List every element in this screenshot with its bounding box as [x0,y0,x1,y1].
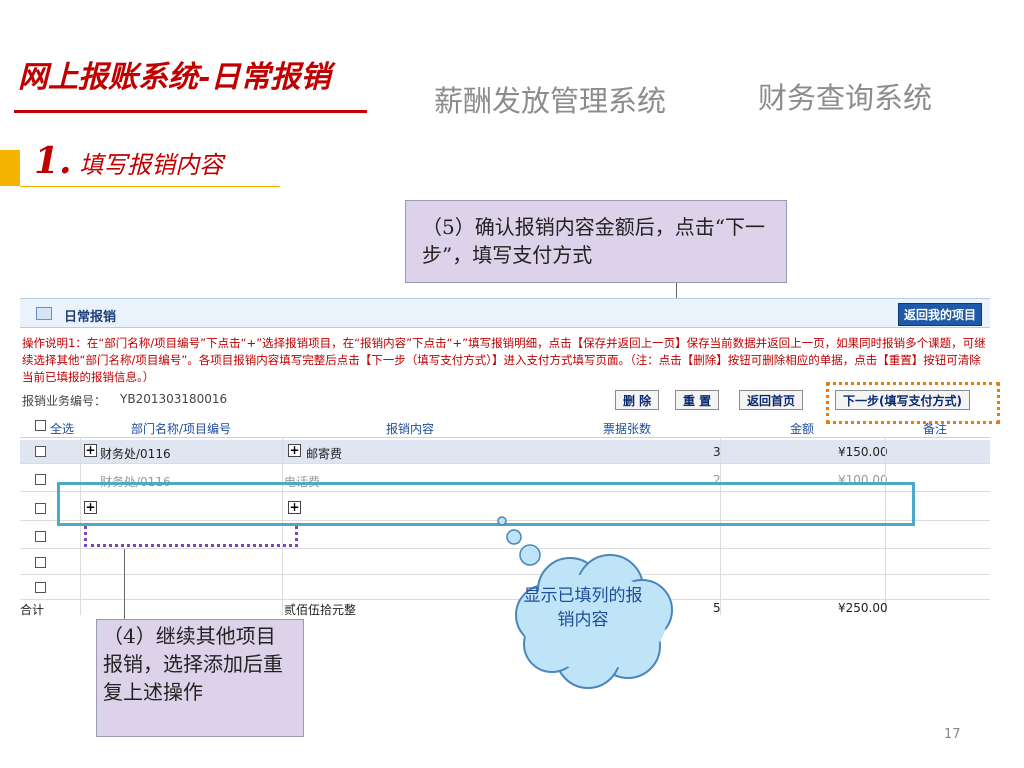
title-underline [14,110,367,113]
panel-window-icon [36,307,52,320]
row-checkbox[interactable] [35,503,46,514]
row-checkbox[interactable] [35,474,46,485]
column-content: 报销内容 [386,422,435,436]
cloud-callout-text: 显示已填列的报销内容 [523,586,643,630]
nav-salary-system[interactable]: 薪酬发放管理系统 [434,84,667,118]
subtitle-underline [20,186,280,187]
panel-title: 日常报销 [64,310,117,325]
select-all-checkbox[interactable] [35,420,46,431]
add-content-plus-icon[interactable]: + [288,443,301,457]
back-to-home-button[interactable]: 返回首页 [739,390,804,410]
row-tickets: 3 [713,445,721,459]
next-button-dotted-marker [826,382,1000,424]
row-tickets: 2 [713,473,721,487]
column-separator [282,437,283,615]
table-row [20,525,990,549]
column-separator [885,437,886,615]
total-tickets: 5 [713,601,721,615]
row-checkbox[interactable] [35,557,46,568]
column-amount: 金额 [790,422,815,436]
column-dept-project: 部门名称/项目编号 [131,422,232,436]
business-number-value: YB201303180016 [120,392,228,406]
column-remark: 备注 [923,422,948,436]
subtitle-text: 填写报销内容 [79,151,224,179]
column-tickets: 票据张数 [603,422,652,436]
callout-step-5: （5）确认报销内容金额后，点击“下一步”，填写支付方式 [405,200,787,283]
slide-subtitle: 1. 填写报销内容 [34,140,223,182]
subtitle-accent-bar [0,150,20,186]
reset-button[interactable]: 重 置 [675,390,720,410]
row-content[interactable]: 邮寄费 [306,447,343,461]
add-project-plus-icon[interactable]: + [84,500,97,514]
table-row: + 财务处/0116 + 邮寄费 3 ¥150.00 [20,440,990,464]
next-step-button[interactable]: 下一步(填写支付方式) [835,390,970,410]
table-row [20,551,990,575]
callout-step-4: （4）继续其他项目报销，选择添加后重复上述操作 [96,619,304,737]
filled-rows-highlight [57,482,915,526]
row-dept[interactable]: 财务处/0116 [100,447,171,461]
panel-titlebar: 日常报销 返回我的项目 [20,298,990,328]
thought-cloud-icon [497,516,673,689]
row-amount: ¥150.00 [838,445,888,459]
total-amount: ¥250.00 [838,601,888,615]
expense-form-panel: 日常报销 返回我的项目 操作说明1：在“部门名称/项目编号”下点击“+”选择报销… [20,298,990,618]
nav-finance-query-system[interactable]: 财务查询系统 [758,81,933,115]
total-row: 合计 贰佰伍拾元整 5 ¥250.00 [20,598,990,618]
table-row [20,576,990,600]
instructions-text: 操作说明1：在“部门名称/项目编号”下点击“+”选择报销项目，在“报销内容”下点… [22,336,986,384]
total-label: 合计 [20,603,45,617]
business-number-label: 报销业务编号： [22,394,107,408]
column-select-all[interactable]: 全选 [50,422,75,436]
add-content-plus-icon[interactable]: + [288,500,301,514]
add-project-plus-icon[interactable]: + [84,443,97,457]
delete-button[interactable]: 删 除 [615,390,660,410]
add-row-dotted-marker [84,526,298,547]
back-to-my-project-button[interactable]: 返回我的项目 [898,303,983,326]
column-separator [80,437,81,615]
callout-connector-line [124,549,125,619]
subtitle-number: 1. [34,140,72,182]
page-number: 17 [944,727,961,742]
row-checkbox[interactable] [35,582,46,593]
row-checkbox[interactable] [35,446,46,457]
slide-title: 网上报账系统-日常报销 [18,60,331,95]
row-checkbox[interactable] [35,531,46,542]
total-amount-words: 贰佰伍拾元整 [284,603,357,617]
grid-header: 全选 部门名称/项目编号 报销内容 票据张数 金额 备注 [20,417,990,438]
column-separator [720,437,721,615]
